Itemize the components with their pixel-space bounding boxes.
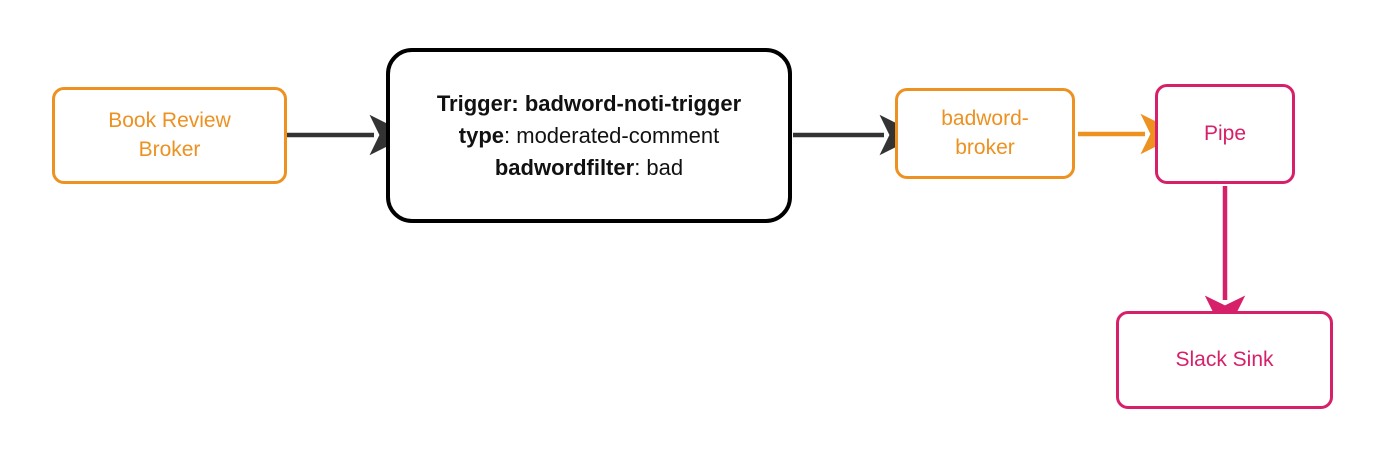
node-slack-sink-label: Slack Sink: [1175, 347, 1274, 371]
trigger-line-2: type: moderated-comment: [437, 120, 741, 152]
trigger-line-1-bold: Trigger: badword-noti-trigger: [436, 90, 742, 116]
trigger-line-3-value: : bad: [634, 154, 684, 180]
trigger-line-1: Trigger: badword-noti-trigger: [437, 88, 741, 120]
node-badword-broker[interactable]: badword- broker: [895, 88, 1075, 179]
trigger-line-2-value: : moderated-comment: [504, 122, 720, 148]
node-pipe-label: Pipe: [1203, 121, 1247, 145]
node-badword-broker-label: badword- broker: [941, 107, 1029, 159]
node-book-review-broker-label: Book Review Broker: [108, 109, 231, 161]
node-book-review-broker[interactable]: Book Review Broker: [52, 87, 287, 184]
trigger-line-3-key: badwordfilter: [494, 154, 635, 180]
node-trigger[interactable]: Trigger: badword-noti-trigger type: mode…: [386, 48, 792, 223]
node-slack-sink[interactable]: Slack Sink: [1116, 311, 1333, 409]
trigger-line-3: badwordfilter: bad: [437, 152, 741, 184]
node-trigger-text: Trigger: badword-noti-trigger type: mode…: [437, 88, 741, 184]
node-pipe[interactable]: Pipe: [1155, 84, 1295, 184]
trigger-line-2-key: type: [458, 122, 505, 148]
